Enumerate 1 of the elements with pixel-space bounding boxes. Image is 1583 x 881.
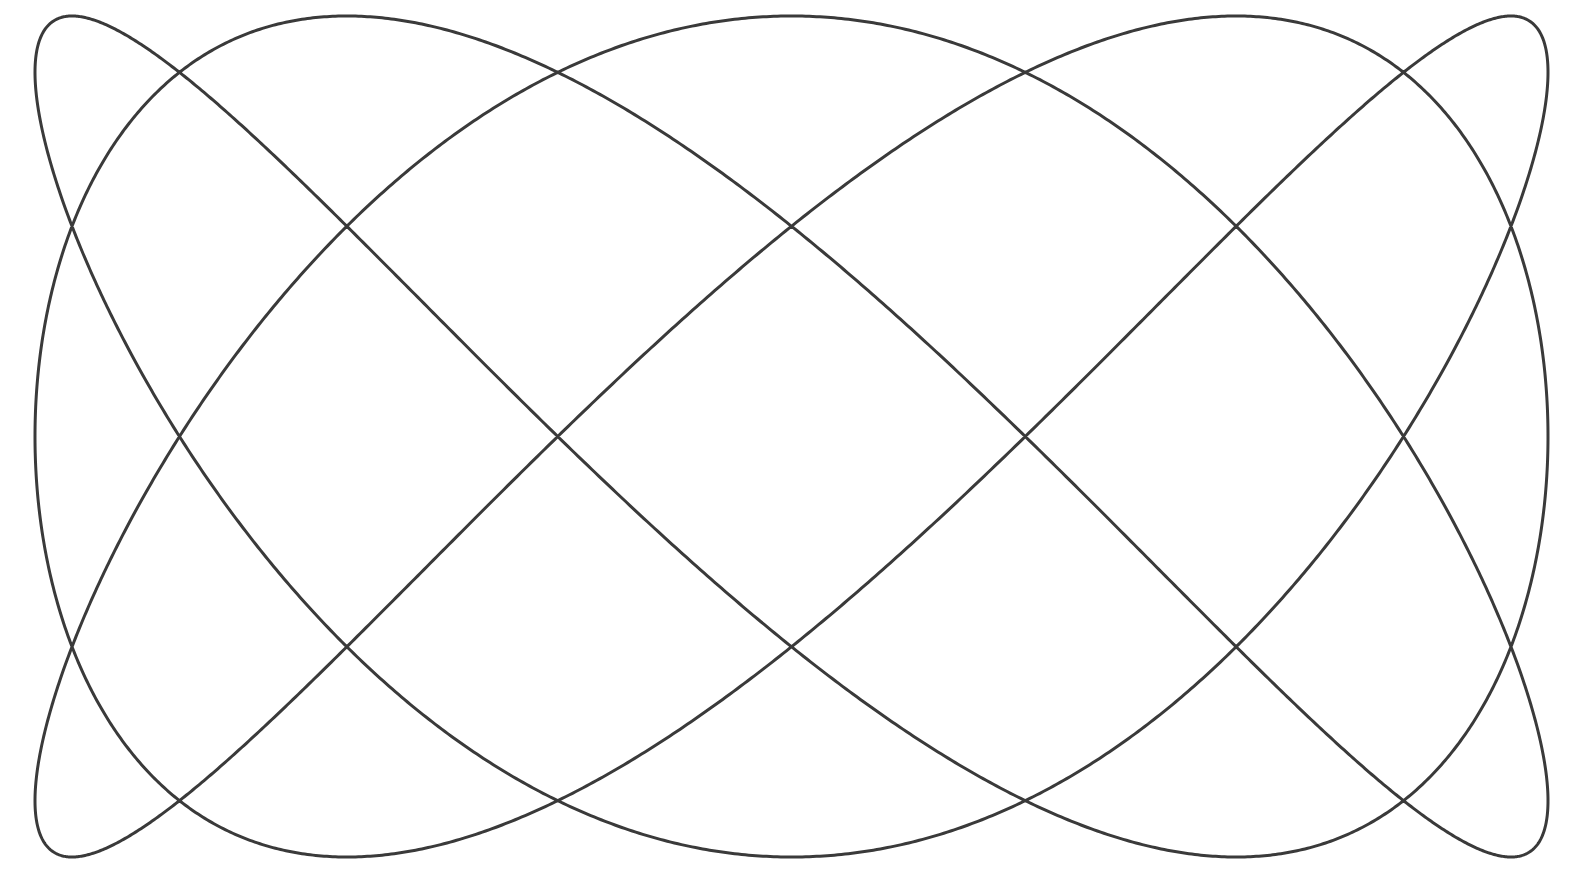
lissajous-curve-drawing: [33, 14, 1550, 859]
